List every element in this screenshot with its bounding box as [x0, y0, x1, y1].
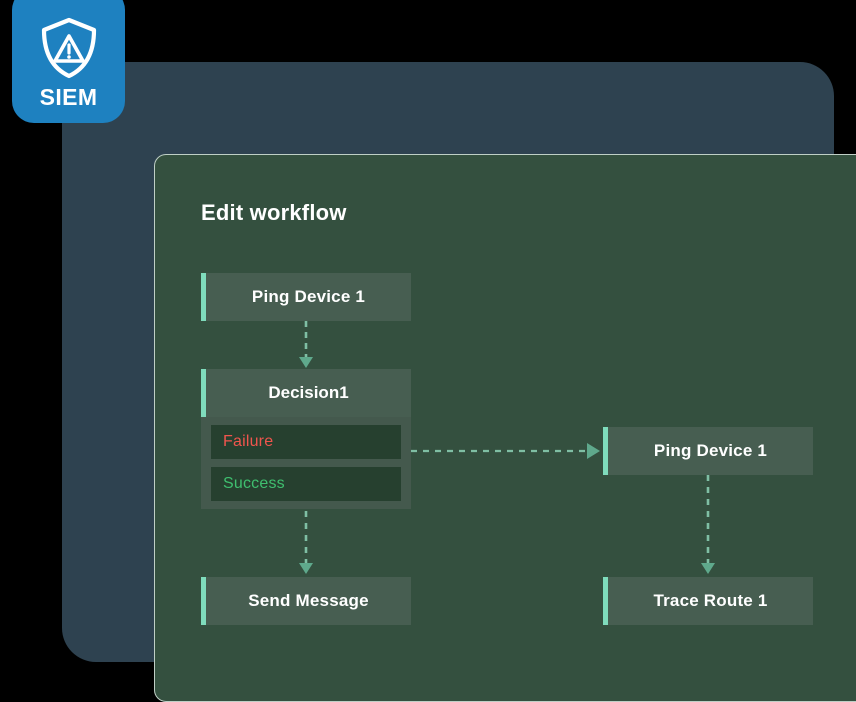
node-ping-device-1-right[interactable]: Ping Device 1	[603, 427, 813, 475]
workflow-panel: Edit workflow	[154, 154, 856, 702]
node-label: Decision1	[268, 383, 349, 402]
connector-ping1-to-decision	[299, 321, 313, 368]
node-label: Trace Route 1	[653, 591, 768, 610]
branch-label: Failure	[223, 433, 274, 450]
siem-badge-label: SIEM	[39, 84, 98, 110]
branch-label: Success	[223, 475, 285, 492]
device-frame: Edit workflow	[62, 62, 856, 702]
node-send-message[interactable]: Send Message	[201, 577, 411, 625]
siem-badge[interactable]: SIEM	[12, 0, 125, 123]
decision-branch-success[interactable]: Success	[211, 467, 401, 501]
connector-ping-right-to-trace-route	[701, 475, 715, 574]
shield-warning-icon	[38, 16, 100, 80]
decision-branch-failure[interactable]: Failure	[211, 425, 401, 459]
node-label: Ping Device 1	[251, 287, 366, 306]
node-decision1[interactable]: Decision1 Failure Success	[201, 369, 411, 509]
node-label: Send Message	[248, 591, 369, 610]
connector-failure-to-ping-right	[397, 443, 600, 459]
node-ping-device-1[interactable]: Ping Device 1	[201, 273, 411, 321]
node-trace-route-1[interactable]: Trace Route 1	[603, 577, 813, 625]
page-title: Edit workflow	[201, 200, 347, 225]
node-label: Ping Device 1	[653, 441, 768, 460]
decision-header[interactable]: Decision1	[201, 369, 411, 417]
workflow-canvas[interactable]: Ping Device 1 Decision1 Failure Success …	[155, 155, 856, 701]
